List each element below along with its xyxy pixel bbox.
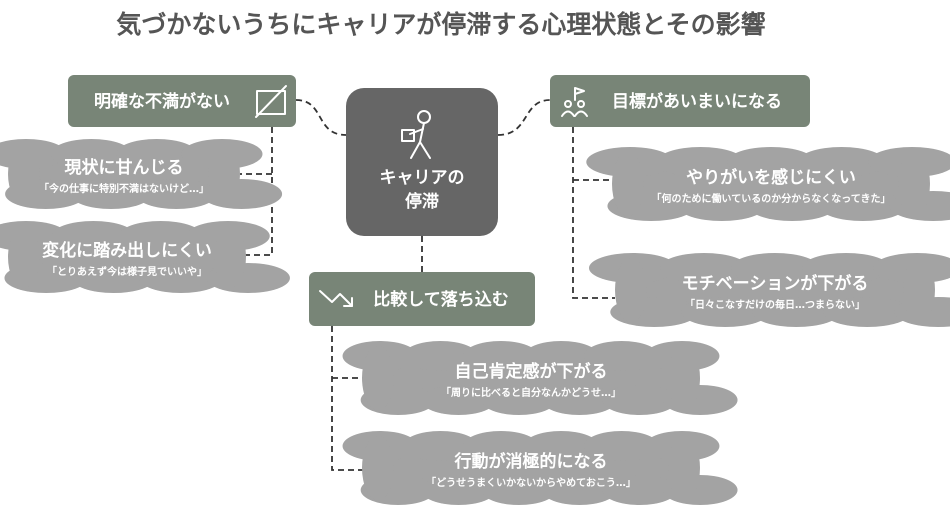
branch-node-2: 目標があいまいになる — [550, 75, 810, 127]
cloud-title: 変化に踏み出しにくい — [42, 240, 212, 261]
center-label-line-1: キャリアの — [380, 168, 465, 188]
cloud-title: モチベーションが下がる — [682, 273, 869, 294]
person-carrying-box-icon — [401, 110, 431, 159]
cloud-title: 現状に甘んじる — [65, 157, 184, 178]
cloud-shape — [586, 147, 950, 221]
cloud-item: やりがいを感じにくい「何のために働いているのか分からなくなってきた」 — [586, 147, 950, 221]
connector-branch-2-items — [572, 127, 615, 299]
branch-3-label: 比較して落ち込む — [373, 289, 509, 310]
cloud-item: 行動が消極的になる「どうせうまくいかないからやめておこう…」 — [342, 431, 738, 505]
cloud-quote: 「日々こなすだけの毎日…つまらない」 — [685, 298, 865, 311]
cloud-title: やりがいを感じにくい — [686, 167, 856, 188]
cloud-quote: 「何のために働いているのか分からなくなってきた」 — [652, 192, 891, 205]
branch-2-label: 目標があいまいになる — [612, 91, 782, 112]
center-node-box — [346, 88, 498, 236]
branch-1-box — [68, 75, 296, 127]
cloud-quote: 「どうせうまくいかないからやめておこう…」 — [426, 476, 636, 489]
cloud-item: 変化に踏み出しにくい「とりあえず今は様子見でいいや」 — [0, 221, 290, 293]
cloud-quote: 「今の仕事に特別不満はないけど…」 — [39, 182, 209, 195]
connector-center-to-branch-1 — [295, 99, 347, 136]
connector-branch-1-items — [240, 127, 273, 256]
cloud-title: 自己肯定感が下がる — [455, 361, 608, 382]
center-node: キャリアの 停滞 — [346, 88, 498, 236]
cloud-shape — [0, 139, 283, 209]
cloud-shape — [588, 253, 950, 327]
cloud-quote: 「とりあえず今は様子見でいいや」 — [47, 265, 207, 278]
branch-3-box — [309, 272, 535, 326]
connector-center-to-branch-2 — [497, 99, 551, 136]
cloud-shape — [342, 341, 738, 415]
cloud-item: 自己肯定感が下がる「周りに比べると自分なんかどうせ…」 — [342, 341, 738, 415]
center-label-line-2: 停滞 — [405, 191, 439, 212]
branch-node-1: 明確な不満がない — [68, 75, 296, 127]
branch-2-box — [550, 75, 810, 127]
cloud-shape — [0, 221, 290, 293]
diagram-title: 気づかないうちにキャリアが停滞する心理状態とその影響 — [116, 10, 765, 39]
branch-node-3: 比較して落ち込む — [309, 272, 535, 326]
cloud-item: モチベーションが下がる「日々こなすだけの毎日…つまらない」 — [588, 253, 950, 327]
branch-1-label: 明確な不満がない — [94, 91, 230, 112]
cloud-quote: 「周りに比べると自分なんかどうせ…」 — [441, 386, 621, 399]
trend-down-icon — [319, 290, 353, 307]
cloud-shape — [342, 431, 738, 505]
target-people-icon — [561, 87, 588, 117]
cloud-title: 行動が消極的になる — [454, 451, 608, 472]
no-complaint-icon — [255, 85, 287, 118]
cloud-items: 現状に甘んじる「今の仕事に特別不満はないけど…」変化に踏み出しにくい「とりあえず… — [0, 139, 950, 505]
cloud-item: 現状に甘んじる「今の仕事に特別不満はないけど…」 — [0, 139, 283, 209]
